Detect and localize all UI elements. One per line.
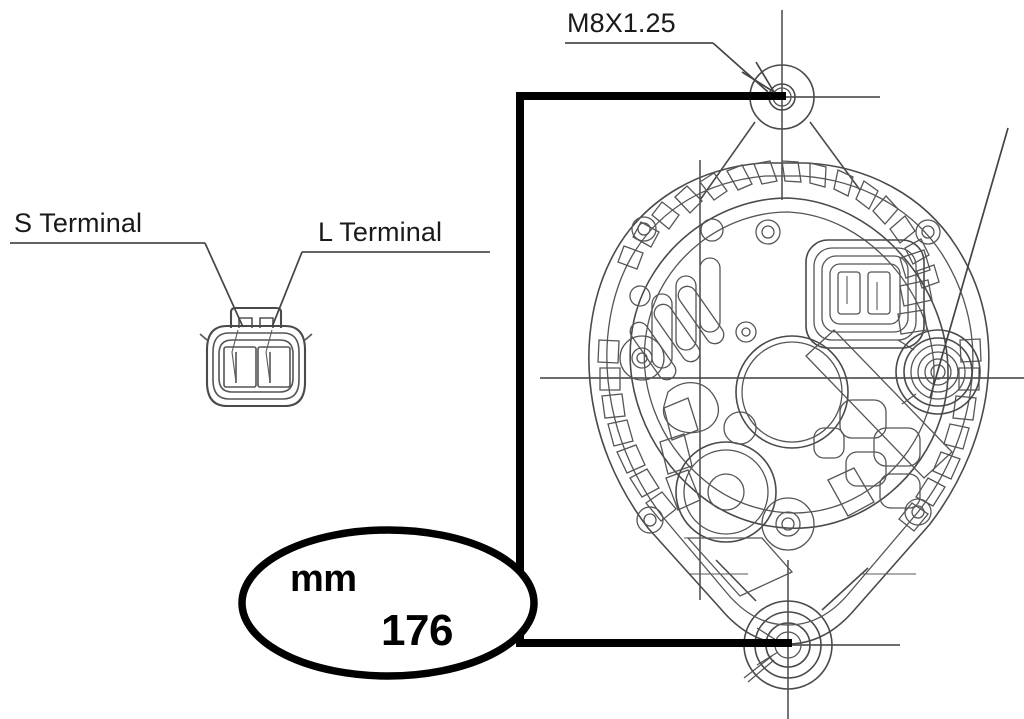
label-leaders: [10, 42, 775, 328]
callout-value-label: 176: [381, 606, 453, 655]
s-terminal-label: S Terminal: [14, 208, 143, 238]
s-terminal-leader: [204, 242, 244, 328]
cooling-fin-ring: [597, 160, 982, 532]
b-plus-terminal: [895, 329, 981, 415]
dimension-bracket: [516, 92, 792, 647]
callout-unit-label: mm: [290, 558, 357, 600]
callout-bubble: [238, 526, 538, 680]
l-terminal-leader: [271, 251, 303, 328]
regulator-block: [805, 239, 933, 349]
b-plus-leader-line: [929, 127, 1009, 399]
ventilation-slots: [629, 257, 725, 381]
l-terminal-label: L Terminal: [318, 217, 443, 247]
housing-face-plate: [629, 197, 949, 529]
housing-ribs: [659, 329, 953, 517]
face-screw-bosses: [619, 216, 941, 534]
thread-leader: [712, 42, 769, 93]
lower-boss-group: [675, 411, 916, 597]
alternator-housing-drawing: [540, 10, 1024, 719]
terminal-connector-drawing: [199, 306, 313, 408]
thread-spec-label: M8X1.25: [567, 8, 676, 38]
housing-outline: [588, 162, 990, 645]
center-hub: [735, 335, 849, 449]
